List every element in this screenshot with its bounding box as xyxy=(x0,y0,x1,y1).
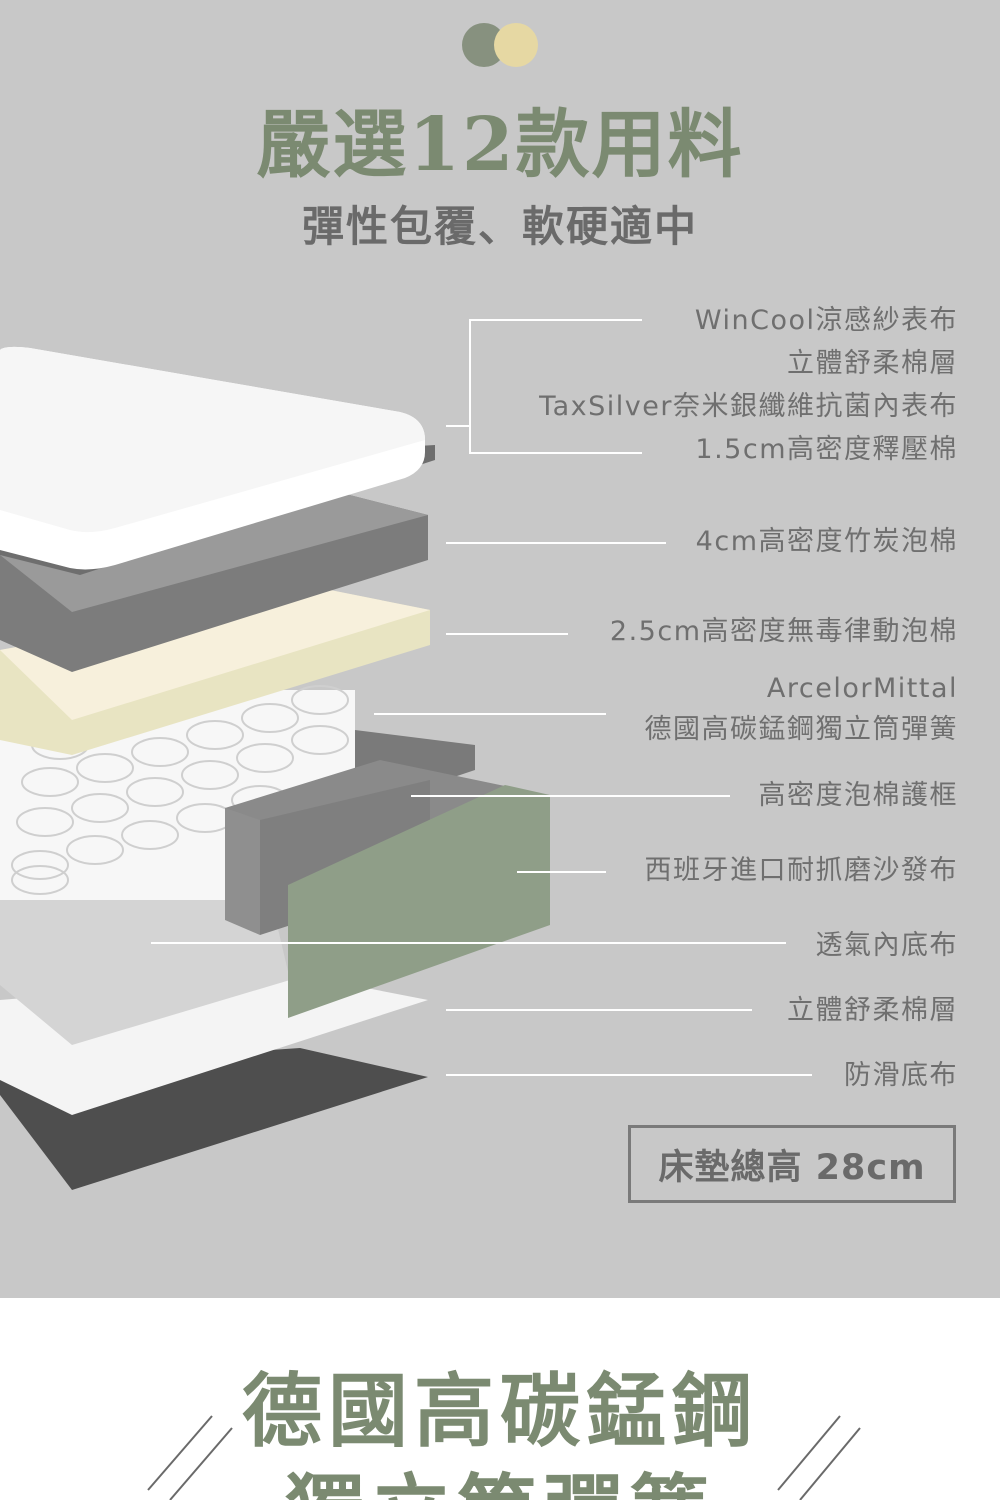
springs-section-title: 德國高碳錳鋼 xyxy=(0,1362,1000,1462)
layer-label-wincool: WinCool涼感紗表布 xyxy=(695,305,958,337)
layer-label-sofa-fabric: 西班牙進口耐抓磨沙發布 xyxy=(645,855,959,887)
layer-label-taxsilver: TaxSilver奈米銀纖維抗菌內表布 xyxy=(539,391,958,423)
layer-label-cotton-bottom: 立體舒柔棉層 xyxy=(787,995,958,1027)
layer-label-pressure-foam: 1.5cm高密度釋壓棉 xyxy=(695,434,958,466)
layer-label-cotton-top: 立體舒柔棉層 xyxy=(787,348,958,380)
layer-label-charcoal-foam: 4cm高密度竹炭泡棉 xyxy=(696,526,958,558)
mattress-layers-illustration xyxy=(0,0,1000,1298)
springs-section-title-line2: 獨立筒彈簧 xyxy=(0,1463,1000,1500)
layer-label-inner-base: 透氣內底布 xyxy=(816,930,959,962)
layer-label-arcelormittal: ArcelorMittal xyxy=(767,673,958,705)
layer-label-foam-frame: 高密度泡棉護框 xyxy=(759,780,959,812)
layer-label-springs: 德國高碳錳鋼獨立筒彈簧 xyxy=(645,714,959,746)
layer-label-anti-slip: 防滑底布 xyxy=(844,1060,958,1092)
springs-section: 德國高碳錳鋼 獨立筒彈簧 xyxy=(0,1298,1000,1500)
foam-frame-side-shape xyxy=(225,808,260,935)
total-height-badge: 床墊總高 28cm xyxy=(628,1125,956,1203)
materials-section: 嚴選12款用料 彈性包覆、軟硬適中 xyxy=(0,0,1000,1298)
layer-label-rhythm-foam: 2.5cm高密度無毒律動泡棉 xyxy=(610,616,958,648)
